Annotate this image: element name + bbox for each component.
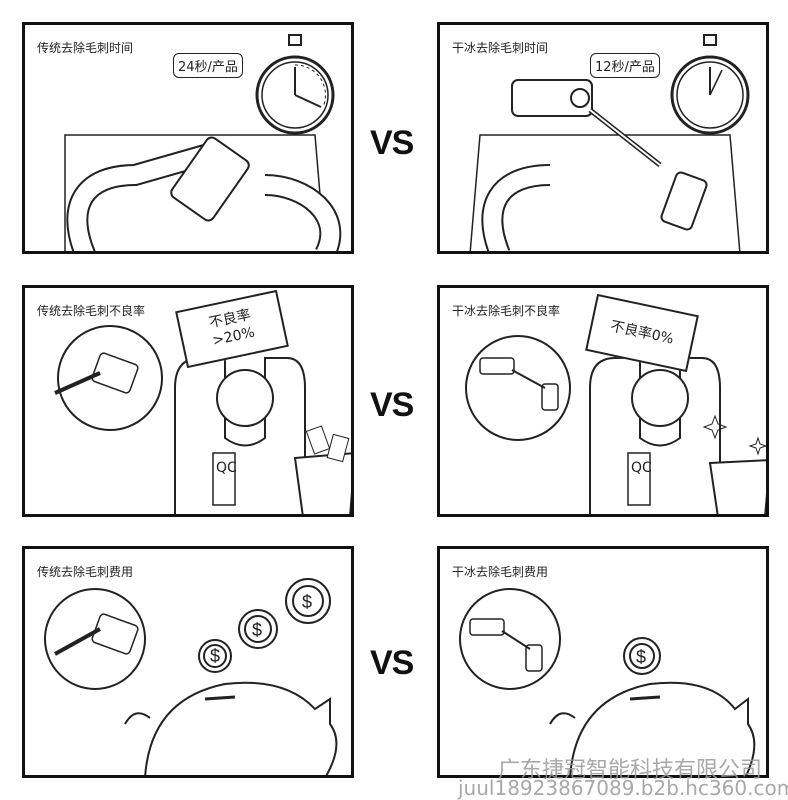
- panel-dryice-defect: 干冰去除毛刺不良率 不良率0% QC: [437, 285, 769, 517]
- vs-label: VS: [370, 644, 414, 682]
- panel-title: 干冰去除毛刺时间: [452, 41, 549, 55]
- watermark-company: 广东捷冠智能科技有限公司: [498, 758, 763, 783]
- panel-title: 传统去除毛刺费用: [37, 565, 134, 579]
- qc-badge: QC: [631, 460, 652, 476]
- panel-title: 传统去除毛刺不良率: [37, 304, 146, 318]
- traditional-cost-illustration: $ $ $: [44, 578, 338, 775]
- svg-text:$: $: [210, 646, 220, 666]
- svg-text:$: $: [636, 647, 646, 667]
- dryice-deburring-illustration: [469, 34, 750, 251]
- traditional-qc-illustration: [54, 325, 351, 514]
- dryice-cost-illustration: $: [459, 588, 756, 775]
- vs-label: VS: [370, 124, 414, 162]
- panel-traditional-time: 传统去除毛刺时间 24秒/产品: [22, 22, 354, 254]
- panel-title: 干冰去除毛刺不良率: [452, 304, 561, 318]
- watermark-url: juul18923867089.b2b.hc360.com: [458, 776, 788, 800]
- panel-traditional-cost: $ $ $ 传统去除毛刺费用: [22, 546, 354, 778]
- qc-badge: QC: [216, 460, 237, 476]
- time-speech-bubble: 12秒/产品: [590, 53, 660, 78]
- panel-dryice-time: 干冰去除毛刺时间 12秒/产品: [437, 22, 769, 254]
- panel-title: 干冰去除毛刺费用: [452, 565, 549, 579]
- panel-title: 传统去除毛刺时间: [37, 41, 134, 55]
- sign-value: 不良率0%: [608, 318, 676, 348]
- panel-traditional-defect: 传统去除毛刺不良率 不良率 >20% QC: [22, 285, 354, 517]
- time-speech-bubble: 24秒/产品: [173, 53, 243, 78]
- vs-label: VS: [370, 386, 414, 424]
- traditional-deburring-illustration: [64, 34, 342, 251]
- svg-text:$: $: [252, 620, 262, 640]
- panel-dryice-cost: $ 干冰去除毛刺费用: [437, 546, 769, 778]
- svg-text:$: $: [302, 592, 312, 612]
- dryice-qc-illustration: [465, 335, 766, 514]
